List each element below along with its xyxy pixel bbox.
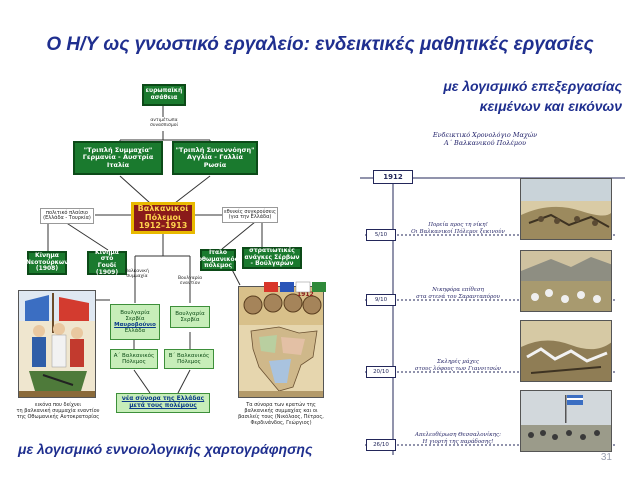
battle-image-2 [520,250,612,312]
triple-alliance-line-3: Ιταλία [106,160,130,169]
balkan-alliance-poster-image [18,290,96,398]
new-borders-line-1: νέα σύνορα της Ελλάδας [121,395,205,403]
page-number: 31 [600,452,612,463]
triple-alliance-line-1: "Τριπλή Συμμαχία" [83,146,153,155]
node-goudi-movement: Κίνημα στο Γουδί (1909) [87,248,127,276]
battle-illustration-3 [521,321,611,381]
timeline-year: 1912 [373,170,413,184]
link-label-against-bulgaria: Βουλγαρία εναντίον [177,276,203,286]
balkan-wars-line-3: 1912–1913 [138,221,188,231]
battle-illustration-4 [521,391,611,451]
italo-ottoman-line-2: οθωμανικός [197,255,239,263]
triple-entente-line-3: Ρωσία [203,160,227,169]
balkan-league-line-3: Μαυροβούνιο [114,322,156,328]
italo-ottoman-line-1: Ιταλο [208,249,228,257]
timeline-title: Ενδεικτικό Χρονολόγιο Μαχών Α΄ Βαλκανικο… [370,131,600,148]
balkan-wars-line-2: Πόλεμοι [144,212,182,222]
triple-alliance-line-2: Γερμανία - Αυστρία [82,153,154,162]
node-triple-entente: "Τριπλή Συνεννόηση" Αγγλία - Γαλλία Ρωσί… [172,141,258,175]
subtitle-left: με λογισμικό εννοιολογικής χαρτογράφησης [18,441,313,457]
balkan-wars-line-1: Βαλκανικοί [137,203,189,213]
map-year-label: 1912 [297,291,314,298]
map-caption: Τα σύνορα των κρατών της βαλκανικής συμμ… [230,402,332,426]
poster-caption-line-1: εικόνα που δείχνει [34,402,82,408]
young-turks-line-2: Νεοτούρκων [25,258,69,266]
node-first-balkan-war: Α΄ Βαλκανικός Πόλεμος [110,349,158,369]
event-date-3: 20/10 [366,366,396,378]
subtitle-right: με λογισμικό επεξεργασίας κειμένων και ε… [362,76,622,116]
first-war-line-1: Α΄ Βαλκανικός [113,352,155,359]
poster-caption: εικόνα που δείχνει τη βαλκανική συμμαχία… [10,402,106,420]
map-caption-line-1: Τα σύνορα των κρατών της [246,402,316,408]
map-illustration [239,287,323,397]
event-text-2: Νικηφόρα επίθεση στα στενά του Σαρανταπό… [398,287,518,301]
event-date-1: 5/10 [366,229,396,241]
alliance-flags-icon [264,281,326,293]
node-new-borders: νέα σύνορα της Ελλάδας μετά τους πολέμου… [116,393,210,413]
map-caption-line-4: Φερδινάνδος, Γεώργιος) [250,420,312,426]
event-date-2: 9/10 [366,294,396,306]
node-triple-alliance: "Τριπλή Συμμαχία" Γερμανία - Αυστρία Ιτα… [73,141,163,175]
second-war-line-1: Β΄ Βαλκανικός [168,352,210,359]
node-national-conflicts: εθνικές συγκρούσεις (για την Ελλάδα) [222,207,278,223]
balkan-league-line-4: Ελλάδα [124,328,146,335]
battle-illustration-1 [521,179,611,239]
young-turks-line-1: Κίνημα [35,252,59,260]
node-italo-ottoman-war: Ιταλο οθωμανικός πόλεμος [197,249,239,271]
event-3-line-2: στους λόφους των Γιαννιτσών [414,365,502,372]
first-war-line-2: Πόλεμος [122,359,146,365]
node-political-context: πολιτικό πλαίσιο (Ελλάδα - Τουρκία) [40,208,94,224]
event-4-line-1: Απελευθέρωση Θεσσαλονίκης: [415,432,501,438]
young-turks-line-3: (1908) [35,265,59,273]
map-caption-line-3: βασιλείς τους (Νικόλαος, Πέτρος, [238,414,324,420]
goudi-line-1: Κίνημα στο [95,248,119,263]
new-borders-line-2: μετά τους πολέμους [129,402,197,409]
balkan-map-image: 1912 [238,286,324,398]
timeline-title-line-2: Α΄ Βαλκανικού Πολέμου [444,139,526,148]
battle-image-4 [520,390,612,452]
second-war-line-2: Πόλεμος [177,359,201,365]
battle-image-3 [520,320,612,382]
link-label-balkan-alliance: βαλκανική συμμαχία [125,269,149,279]
triple-entente-line-2: Αγγλία - Γαλλία [186,153,244,162]
link-label-opposing-alliances: αντιμέτωπα συνασπισμοί [142,117,186,131]
node-balkan-wars: Βαλκανικοί Πόλεμοι 1912–1913 [131,202,195,234]
second-alliance-line-2: Σερβία [180,317,200,323]
event-2-line-2: στα στενά του Σαρανταπόρου [416,293,500,300]
event-3-line-1: Σκληρές μάχες [437,359,479,365]
node-second-balkan-war: Β΄ Βαλκανικός Πόλεμος [164,349,214,369]
poster-caption-line-3: της Οθωμανικής Αυτοκρατορίας [16,414,100,420]
event-text-1: Πορεία προς τη νίκη! Οι Βαλκανικοί Πόλεμ… [398,222,518,236]
node-balkan-league: Βουλγαρία Σερβία Μαυροβούνιο Ελλάδα [110,304,160,340]
event-1-line-2: Οι Βαλκανικοί Πόλεμοι ξεκινούν [411,228,505,235]
node-young-turks: Κίνημα Νεοτούρκων (1908) [25,251,69,275]
triple-entente-line-1: "Τριπλή Συνεννόηση" [175,146,255,155]
poster-illustration [19,291,95,397]
node-second-alliance: Βουλγαρία Σερβία [170,306,210,328]
node-european-instability: ευρωπαϊκή ασάθεια [142,84,186,106]
node-military-needs: στρατιωτικές ανάγκες Σέρβων - Βούλγαρων [242,247,302,269]
italo-ottoman-line-3: πόλεμος [203,262,233,270]
timeline-title-line-1: Ενδεικτικό Χρονολόγιο Μαχών [432,131,538,139]
goudi-line-2: Γουδί [97,262,117,269]
slide-title: Ο Η/Υ ως γνωστικό εργαλείο: ενδεικτικές … [46,34,594,55]
subtitle-right-line-2: κειμένων και εικόνων [479,98,622,114]
event-text-4: Απελευθέρωση Θεσσαλονίκης: Η γιορτή της … [398,432,518,446]
subtitle-right-line-1: με λογισμικό επεξεργασίας [443,78,622,94]
second-alliance-line-1: Βουλγαρία [175,310,205,317]
event-date-4: 26/10 [366,439,396,451]
goudi-line-3: (1909) [95,268,119,276]
event-4-line-2: Η γιορτή της παράδοσης! [422,438,494,445]
balkan-league-line-1: Βουλγαρία [120,309,150,316]
poster-caption-line-2: τη βαλκανική συμμαχία εναντίον [16,408,100,414]
event-1-line-1: Πορεία προς τη νίκη! [428,222,488,228]
map-caption-line-2: βαλκανικής συμμαχίας και οι [244,408,318,414]
battle-illustration-2 [521,251,611,311]
battle-image-1 [520,178,612,240]
balkan-league-line-2: Σερβία [125,315,145,322]
event-2-line-1: Νικηφόρα επίθεση [432,287,484,293]
event-text-3: Σκληρές μάχες στους λόφους των Γιαννιτσώ… [398,359,518,373]
